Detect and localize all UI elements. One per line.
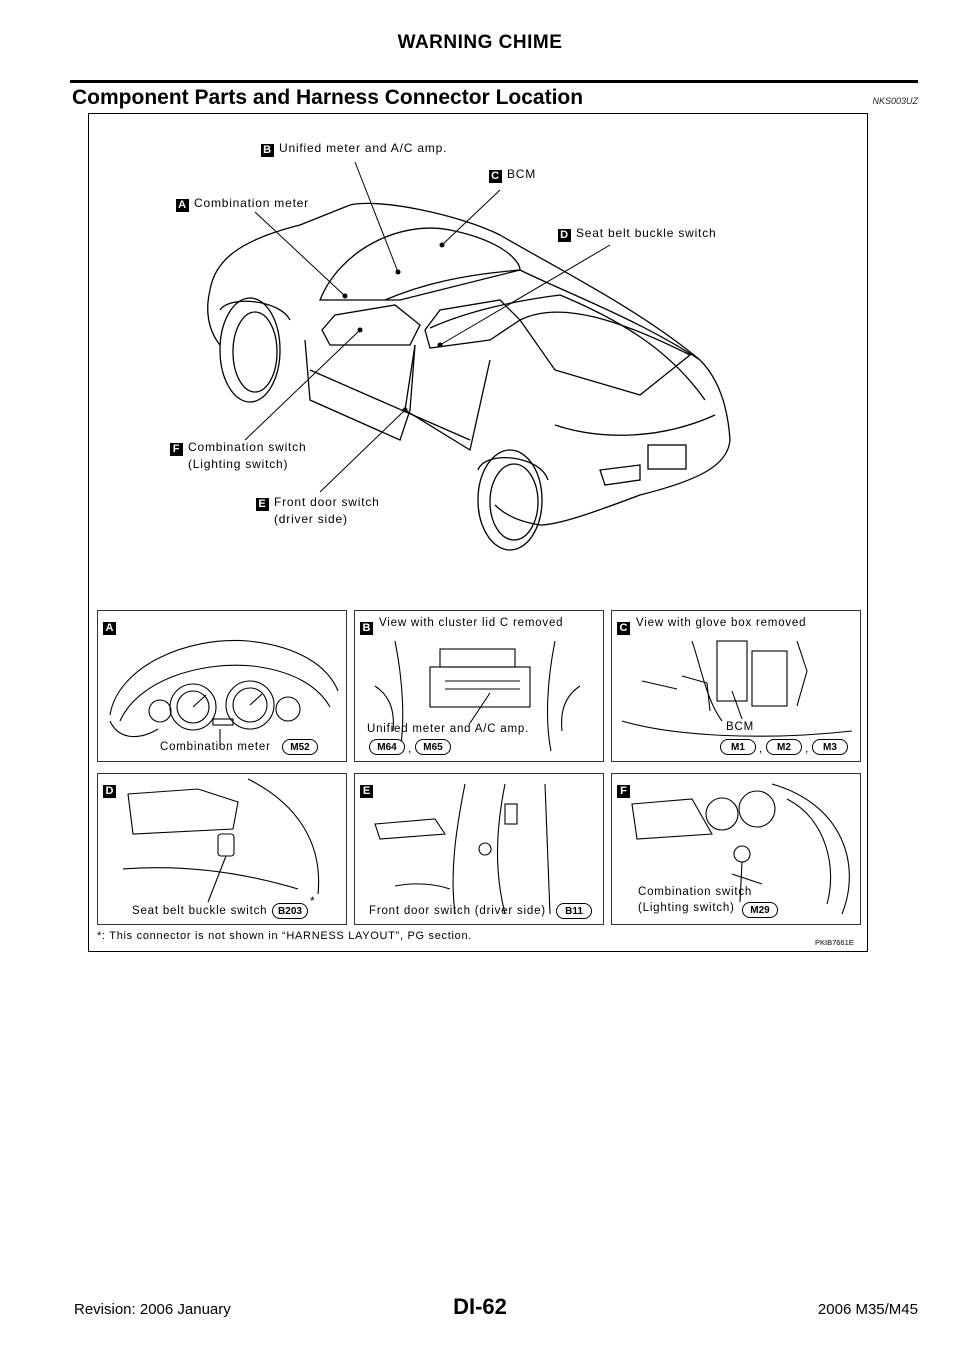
footer-model: 2006 M35/M45 bbox=[817, 1301, 918, 1318]
figure-frame bbox=[88, 113, 868, 952]
bcm-illustration bbox=[621, 640, 853, 737]
connector-separator: , bbox=[805, 741, 809, 755]
panel-f-caption-line2: (Lighting switch) bbox=[638, 902, 735, 914]
detail-panel-f: F Combination switch (Lighting switch) M… bbox=[611, 773, 861, 925]
panel-b-title: View with cluster lid C removed bbox=[379, 617, 564, 629]
connector-badge-b11: B11 bbox=[556, 903, 592, 919]
combination-switch-illustration bbox=[631, 783, 850, 915]
panel-d-caption: Seat belt buckle switch bbox=[132, 905, 268, 917]
page-header: WARNING CHIME bbox=[397, 32, 563, 53]
panel-c-title: View with glove box removed bbox=[636, 617, 807, 629]
car-overview-illustration bbox=[207, 161, 731, 551]
panel-c-caption: BCM bbox=[726, 721, 754, 733]
front-door-switch-illustration bbox=[374, 783, 551, 915]
header-rule bbox=[70, 80, 918, 83]
connector-badge-b203: B203 bbox=[272, 903, 308, 919]
panel-letter-b: B bbox=[360, 617, 378, 635]
panel-f-caption-line1: Combination switch bbox=[638, 886, 753, 898]
connector-separator: , bbox=[408, 741, 412, 755]
connector-badge-m3: M3 bbox=[812, 739, 848, 755]
detail-panel-c: C View with glove box removed BCM M1 , M… bbox=[611, 610, 861, 762]
panel-a-caption: Combination meter bbox=[160, 741, 271, 753]
connector-badge-m64: M64 bbox=[369, 739, 405, 755]
seat-belt-switch-illustration bbox=[122, 778, 320, 903]
detail-panel-b: B View with cluster lid C removed Unifie… bbox=[354, 610, 604, 762]
detail-panel-a: A Combination meter M52 bbox=[97, 610, 347, 762]
footer-page-number: DI-62 bbox=[453, 1294, 507, 1319]
connector-badge-m65: M65 bbox=[415, 739, 451, 755]
footer-revision: Revision: 2006 January bbox=[74, 1301, 231, 1318]
section-title: Component Parts and Harness Connector Lo… bbox=[72, 86, 584, 109]
panel-b-caption: Unified meter and A/C amp. bbox=[367, 723, 530, 735]
connector-badge-m2: M2 bbox=[766, 739, 802, 755]
panel-e-caption: Front door switch (driver side) bbox=[369, 905, 546, 917]
panel-letter-a: A bbox=[103, 617, 121, 635]
connector-badge-m1: M1 bbox=[720, 739, 756, 755]
panel-letter-c: C bbox=[617, 617, 635, 635]
section-code: NKS003UZ bbox=[872, 96, 918, 106]
panel-letter-f: F bbox=[617, 780, 635, 798]
figure-code: PKIB7661E bbox=[815, 938, 854, 947]
footnote: *: This connector is not shown in “HARNE… bbox=[97, 930, 473, 942]
asterisk-mark: * bbox=[310, 894, 315, 908]
connector-separator: , bbox=[759, 741, 763, 755]
combination-meter-illustration bbox=[109, 639, 339, 749]
connector-badge-m29: M29 bbox=[742, 902, 778, 918]
panel-letter-e: E bbox=[360, 780, 378, 798]
detail-panel-e: E Front door switch (driver side) B11 bbox=[354, 773, 604, 925]
connector-badge-m52: M52 bbox=[282, 739, 318, 755]
detail-panel-d: D Seat belt buckle switch B203 * bbox=[97, 773, 347, 925]
panel-letter-d: D bbox=[103, 780, 121, 798]
